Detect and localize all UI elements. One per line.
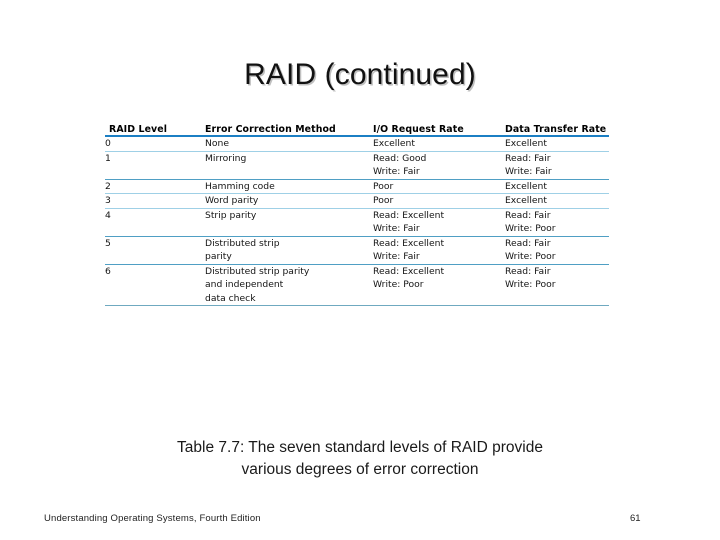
cell-data-transfer-rate-line-1: Excellent xyxy=(505,195,547,206)
cell-data-transfer-rate: Excellent xyxy=(505,193,609,209)
cell-io-request-rate: Poor xyxy=(373,193,505,209)
cell-raid-level: 4 xyxy=(105,208,205,237)
table: RAID Level Error Correction Method I/O R… xyxy=(105,124,609,306)
cell-error-correction-method: Hamming code xyxy=(205,179,373,194)
table-row: 0 None Excellent Excellent xyxy=(105,136,609,152)
cell-error-correction-method-line-2: and independent xyxy=(205,279,284,290)
cell-error-correction-method-line-1: Distributed strip xyxy=(205,237,280,249)
footer-page-number: 61 xyxy=(630,513,641,524)
cell-data-transfer-rate-line-2: Write: Poor xyxy=(505,279,556,290)
table-header: RAID Level Error Correction Method I/O R… xyxy=(105,124,609,137)
table-row: 6 Distributed strip parity and independent… xyxy=(105,264,609,306)
cell-io-request-rate-line-1: Excellent xyxy=(373,138,415,149)
cell-error-correction-method: Distributed strip parity and independent d… xyxy=(205,264,373,306)
cell-error-correction-method-line-1: Hamming code xyxy=(205,180,275,192)
cell-data-transfer-rate-line-1: Excellent xyxy=(505,180,547,192)
table-row: 3 Word parity Poor Excellent xyxy=(105,193,609,209)
cell-data-transfer-rate-line-1: Read: Fair xyxy=(505,237,551,249)
cell-raid-level-line-1: 1 xyxy=(105,152,111,164)
table-caption: Table 7.7: The seven standard levels of … xyxy=(60,437,660,481)
table-header-row: RAID Level Error Correction Method I/O R… xyxy=(105,124,609,137)
cell-io-request-rate-line-1: Poor xyxy=(373,195,394,206)
cell-raid-level-line-1: 0 xyxy=(105,138,111,149)
cell-data-transfer-rate-line-2: Write: Poor xyxy=(505,251,556,262)
cell-io-request-rate-line-2: Write: Fair xyxy=(373,251,420,262)
cell-io-request-rate-line-2: Write: Poor xyxy=(373,279,424,290)
column-header-error-correction-method: Error Correction Method xyxy=(205,124,373,137)
cell-io-request-rate-line-1: Read: Excellent xyxy=(373,237,445,249)
table-row: 2 Hamming code Poor Excellent xyxy=(105,179,609,194)
cell-error-correction-method: Mirroring xyxy=(205,151,373,180)
cell-io-request-rate: Poor xyxy=(373,179,505,194)
cell-raid-level-line-1: 6 xyxy=(105,265,111,277)
cell-error-correction-method: Word parity xyxy=(205,193,373,209)
cell-error-correction-method-line-1: Distributed strip parity xyxy=(205,265,310,277)
cell-io-request-rate-line-1: Poor xyxy=(373,180,394,192)
cell-error-correction-method-line-1: Word parity xyxy=(205,195,259,206)
cell-raid-level-line-1: 3 xyxy=(105,195,111,206)
cell-io-request-rate-line-1: Read: Excellent xyxy=(373,209,445,221)
table-caption-line-2: various degrees of error correction xyxy=(241,461,479,478)
column-header-raid-level: RAID Level xyxy=(105,124,205,137)
cell-io-request-rate-line-1: Read: Excellent xyxy=(373,265,445,277)
cell-data-transfer-rate: Excellent xyxy=(505,179,609,194)
cell-data-transfer-rate: Excellent xyxy=(505,136,609,152)
cell-raid-level: 6 xyxy=(105,264,205,306)
cell-error-correction-method-line-3: data check xyxy=(205,292,256,304)
footer-source-text: Understanding Operating Systems, Fourth … xyxy=(44,513,261,524)
cell-error-correction-method-line-2: parity xyxy=(205,251,232,262)
table-caption-line-1: Table 7.7: The seven standard levels of … xyxy=(177,439,543,456)
cell-io-request-rate-line-1: Read: Good xyxy=(373,152,427,164)
cell-data-transfer-rate-line-1: Read: Fair xyxy=(505,209,551,221)
cell-error-correction-method-line-1: Strip parity xyxy=(205,209,257,221)
cell-raid-level: 5 xyxy=(105,236,205,265)
cell-io-request-rate-line-2: Write: Fair xyxy=(373,223,420,234)
cell-error-correction-method: Strip parity xyxy=(205,208,373,237)
cell-error-correction-method: Distributed strip parity xyxy=(205,236,373,265)
cell-error-correction-method-line-1: None xyxy=(205,138,229,149)
cell-error-correction-method: None xyxy=(205,136,373,152)
cell-data-transfer-rate-line-1: Read: Fair xyxy=(505,152,551,164)
raid-levels-table: RAID Level Error Correction Method I/O R… xyxy=(105,124,609,306)
cell-raid-level: 0 xyxy=(105,136,205,152)
cell-raid-level: 2 xyxy=(105,179,205,194)
cell-data-transfer-rate-line-1: Read: Fair xyxy=(505,265,551,277)
cell-data-transfer-rate-line-2: Write: Fair xyxy=(505,166,552,177)
cell-raid-level: 1 xyxy=(105,151,205,180)
column-header-io-request-rate: I/O Request Rate xyxy=(373,124,505,137)
cell-raid-level: 3 xyxy=(105,193,205,209)
cell-raid-level-line-1: 2 xyxy=(105,180,111,192)
page-title: RAID (continued) xyxy=(244,58,476,91)
cell-data-transfer-rate-line-2: Write: Poor xyxy=(505,223,556,234)
cell-data-transfer-rate-line-1: Excellent xyxy=(505,138,547,149)
column-header-data-transfer-rate: Data Transfer Rate xyxy=(505,124,609,137)
cell-io-request-rate-line-2: Write: Fair xyxy=(373,166,420,177)
cell-raid-level-line-1: 4 xyxy=(105,209,111,221)
cell-error-correction-method-line-1: Mirroring xyxy=(205,152,247,164)
cell-io-request-rate: Excellent xyxy=(373,136,505,152)
cell-raid-level-line-1: 5 xyxy=(105,237,111,249)
